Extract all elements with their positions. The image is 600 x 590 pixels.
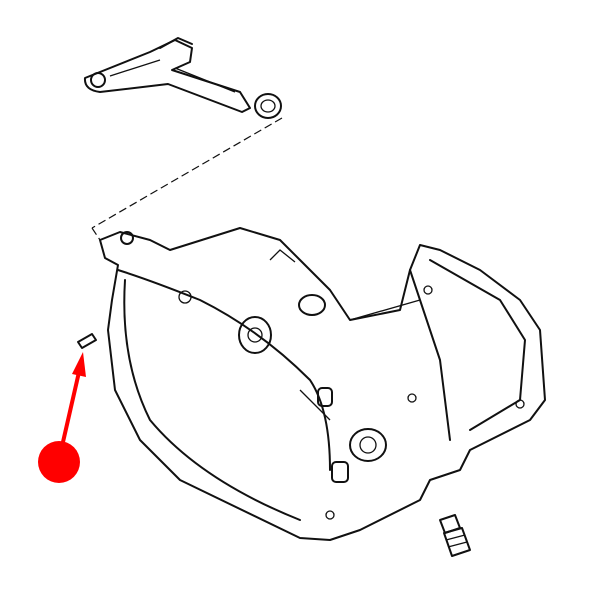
- o-ring: [254, 93, 282, 119]
- assembly-guide-line: [91, 117, 283, 229]
- screw: [77, 333, 97, 349]
- red-arrow-head-icon: [72, 352, 86, 377]
- plug-fitting: [439, 514, 471, 557]
- red-arrow-shaft: [61, 371, 81, 443]
- crank-lever: [83, 37, 251, 113]
- callout-marker: [38, 352, 86, 483]
- red-dot-marker: [38, 441, 80, 483]
- crankcase-half: [99, 227, 546, 541]
